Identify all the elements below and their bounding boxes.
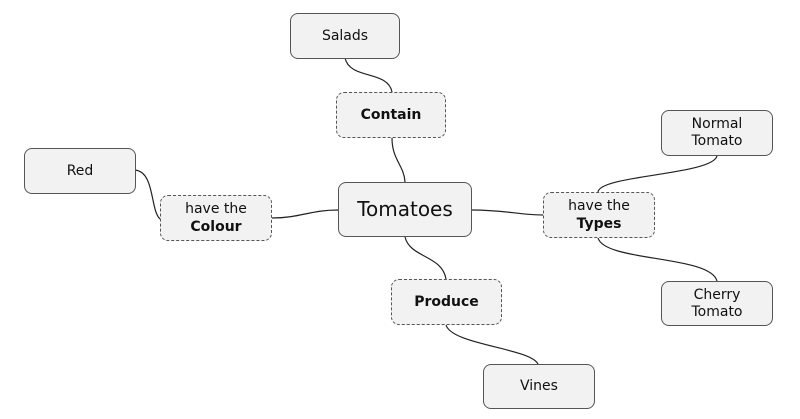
node-salads-label: Salads [321,27,369,44]
node-cherry-tomato-line1: Cherry [693,286,741,303]
connector-produce-vines [445,324,539,365]
node-vines-label: Vines [520,378,558,394]
connector-types-normal [597,155,718,193]
node-normal-tomato-line2: Tomato [691,133,743,149]
node-tomatoes-central[interactable]: Tomatoes [338,182,472,237]
node-cherry-tomato[interactable]: Cherry Tomato [661,281,773,326]
link-types-bold: Types [576,216,622,232]
node-salads[interactable]: Salads [290,13,400,59]
node-cherry-tomato-line2: Tomato [691,303,743,320]
link-contain-bold: Contain [360,107,422,123]
node-tomatoes-label: Tomatoes [357,197,453,221]
connector-tomatoes-produce [404,236,447,280]
link-produce-bold: Produce [414,294,479,310]
node-red-label: Red [66,162,94,179]
link-colour[interactable]: have the Colour [160,195,272,241]
connector-colour-tomatoes [271,209,339,219]
connector-salads-contain [344,57,393,93]
node-normal-tomato[interactable]: Normal Tomato [661,110,773,156]
connector-contain-tomatoes [391,137,406,183]
link-types-plain: have the [568,198,630,214]
node-normal-tomato-line1: Normal [691,116,743,132]
link-colour-bold: Colour [190,219,242,235]
link-colour-plain: have the [185,201,247,217]
link-types[interactable]: have the Types [543,192,655,238]
node-vines[interactable]: Vines [483,364,595,409]
link-produce[interactable]: Produce [391,279,502,325]
connector-red-colour [134,169,161,220]
connector-types-cherry [597,237,718,282]
node-red[interactable]: Red [24,148,136,194]
link-contain[interactable]: Contain [336,92,446,138]
connector-tomatoes-types [471,209,544,216]
